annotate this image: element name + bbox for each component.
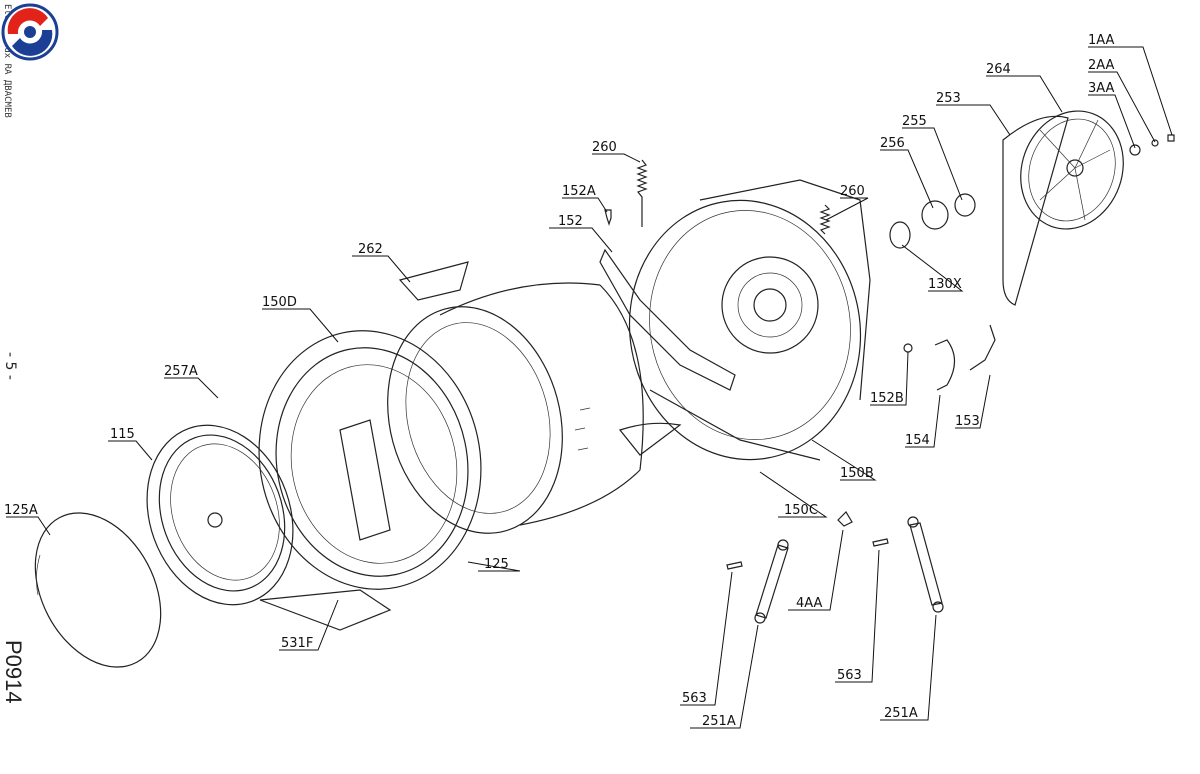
part-bolt bbox=[1167, 134, 1175, 142]
part-spring-left bbox=[636, 159, 648, 227]
callout-264: 264 bbox=[986, 62, 1011, 77]
part-bearing-256 bbox=[921, 200, 949, 230]
callout-150C: 150C bbox=[784, 503, 818, 518]
callout-152A: 152A bbox=[562, 184, 596, 199]
part-wiring-153 bbox=[969, 324, 996, 371]
callout-153: 153 bbox=[955, 414, 980, 429]
leader-lines bbox=[6, 46, 1173, 729]
part-sensor-154 bbox=[934, 339, 956, 391]
part-rear-tub bbox=[618, 179, 871, 461]
part-screw-152a bbox=[604, 209, 612, 226]
part-clip-4aa bbox=[837, 511, 853, 527]
callout-labels: 1AA 2AA 3AA 264 253 255 256 260 260 152A… bbox=[4, 33, 1115, 729]
part-bracket bbox=[599, 248, 736, 391]
part-washer bbox=[1129, 144, 1141, 156]
part-washer-small bbox=[1151, 139, 1159, 147]
part-plug-152b bbox=[903, 343, 913, 353]
document-code: P0914 bbox=[1, 640, 26, 704]
part-drum bbox=[387, 282, 644, 534]
callout-251A-right: 251A bbox=[884, 706, 918, 721]
callout-251A-left: 251A bbox=[702, 714, 736, 729]
callout-125A: 125A bbox=[4, 503, 38, 518]
callout-2AA: 2AA bbox=[1088, 58, 1115, 73]
part-pulley bbox=[1020, 110, 1124, 230]
part-damper-left bbox=[754, 539, 789, 624]
callout-130X: 130X bbox=[928, 277, 962, 292]
callout-253: 253 bbox=[936, 91, 961, 106]
part-belt bbox=[1002, 115, 1069, 306]
part-door-ring bbox=[146, 424, 294, 606]
brand-swirl-logo bbox=[1, 3, 59, 61]
part-door-glass bbox=[34, 512, 162, 668]
callout-531F: 531F bbox=[281, 636, 313, 651]
part-front-tub bbox=[258, 330, 482, 631]
part-damper-right bbox=[907, 516, 944, 613]
callout-262: 262 bbox=[358, 242, 383, 257]
part-pin-left bbox=[726, 561, 743, 570]
callout-152: 152 bbox=[558, 214, 583, 229]
part-pin-right bbox=[872, 538, 889, 547]
callout-260-left: 260 bbox=[592, 140, 617, 155]
callout-1AA: 1AA bbox=[1088, 33, 1115, 48]
callout-563-left: 563 bbox=[682, 691, 707, 706]
callout-150B: 150B bbox=[840, 466, 874, 481]
callout-115: 115 bbox=[110, 427, 135, 442]
callout-152B: 152B bbox=[870, 391, 904, 406]
part-bearing-255 bbox=[954, 193, 976, 217]
page-number: - 5 - bbox=[2, 352, 18, 380]
callout-4AA: 4AA bbox=[796, 596, 823, 611]
callout-256: 256 bbox=[880, 136, 905, 151]
callout-255: 255 bbox=[902, 114, 927, 129]
callout-257A: 257A bbox=[164, 364, 198, 379]
part-detergent-handle bbox=[398, 261, 469, 301]
callout-260-right: 260 bbox=[840, 184, 865, 199]
part-seal-130x bbox=[889, 221, 911, 249]
callout-154: 154 bbox=[905, 433, 930, 448]
callout-3AA: 3AA bbox=[1088, 81, 1115, 96]
callout-125: 125 bbox=[484, 557, 509, 572]
callout-150D: 150D bbox=[262, 295, 297, 310]
callout-563-right: 563 bbox=[837, 668, 862, 683]
part-spring-right bbox=[819, 204, 831, 235]
